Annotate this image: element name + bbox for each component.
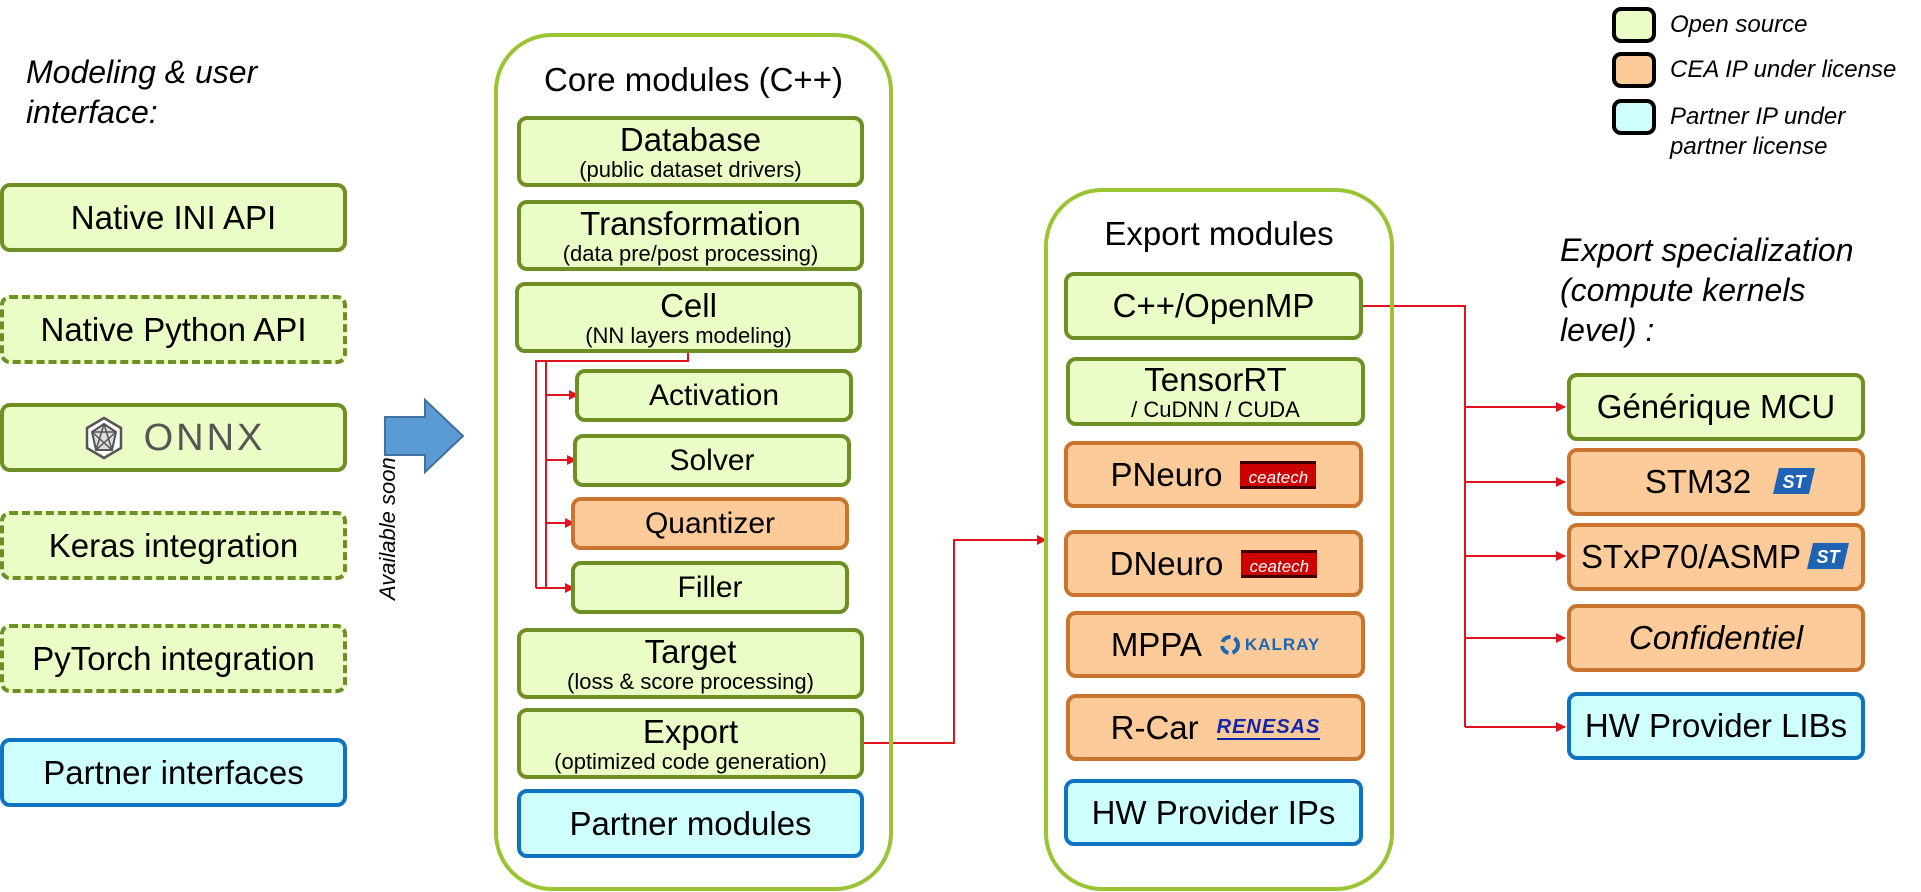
legend-open-source-swatch — [1612, 7, 1656, 43]
native-python-api-label: Native Python API — [40, 310, 307, 348]
cell-connector — [535, 351, 689, 593]
partner-interfaces-label: Partner interfaces — [43, 753, 304, 791]
onnx-box: ONNX — [0, 403, 347, 472]
confidentiel-label: Confidentiel — [1628, 619, 1804, 656]
transformation-box: Transformation (data pre/post processing… — [517, 200, 864, 271]
onnx-label: ONNX — [143, 416, 266, 459]
generique-mcu-label: Générique MCU — [1596, 388, 1836, 425]
pytorch-integration-box: PyTorch integration — [0, 624, 347, 693]
export-connector — [862, 535, 1047, 744]
mppa-label: MPPA — [1110, 625, 1202, 663]
partner-modules-label: Partner modules — [569, 804, 812, 842]
rcar-label: R-Car — [1110, 708, 1199, 746]
target-label: Target — [644, 632, 737, 670]
pneuro-label: PNeuro — [1110, 455, 1223, 493]
hw-provider-ips-label: HW Provider IPs — [1091, 793, 1336, 831]
kalray-logo-text: KALRAY — [1244, 634, 1321, 654]
core-modules-container — [494, 33, 893, 891]
target-box: Target (loss & score processing) — [517, 628, 864, 699]
pneuro-box: PNeuro ceatech — [1064, 441, 1363, 508]
dneuro-box: DNeuro ceatech — [1064, 530, 1363, 597]
export-label: Export — [642, 712, 739, 750]
native-ini-api-box: Native INI API — [0, 183, 347, 252]
mppa-box: MPPA KALRAY — [1066, 611, 1365, 678]
partner-interfaces-box: Partner interfaces — [0, 738, 347, 807]
transformation-sub: (data pre/post processing) — [562, 240, 819, 266]
left-heading: Modeling & user interface: — [26, 54, 258, 130]
quantizer-box: Quantizer — [571, 497, 849, 550]
transformation-label: Transformation — [580, 204, 801, 242]
keras-integration-box: Keras integration — [0, 511, 347, 580]
cell-sub: (NN layers modeling) — [585, 322, 792, 348]
legend-cea-swatch — [1612, 52, 1656, 88]
ceatech-logo-icon: ceatech — [1241, 549, 1318, 578]
kalray-logo-icon: KALRAY — [1219, 634, 1321, 655]
legend-open-source-label: Open source — [1670, 11, 1808, 38]
activation-box: Activation — [575, 369, 853, 422]
cpp-openmp-box: C++/OpenMP — [1064, 272, 1363, 340]
rcar-box: R-Car RENESAS — [1066, 694, 1365, 761]
specialization-heading: Export specialization (compute kernels l… — [1560, 232, 1854, 348]
st-logo-text: ST — [1817, 547, 1842, 567]
tensorrt-box: TensorRT / CuDNN / CUDA — [1066, 357, 1365, 426]
stm32-label: STM32 — [1644, 463, 1752, 500]
export-sub: (optimized code generation) — [554, 748, 827, 774]
renesas-logo-icon: RENESAS — [1216, 715, 1321, 740]
stxp70-label: STxP70/ASMP — [1580, 538, 1802, 575]
solver-box: Solver — [573, 434, 851, 487]
onnx-logo-icon — [85, 416, 122, 459]
stm32-box: STM32 ST — [1567, 448, 1865, 516]
legend-partner-label: Partner IP under partner license — [1670, 103, 1846, 160]
database-box: Database (public dataset drivers) — [517, 116, 864, 187]
native-ini-api-label: Native INI API — [70, 198, 277, 236]
ceatech-logo-icon: ceatech — [1240, 460, 1317, 489]
filler-label: Filler — [677, 570, 743, 604]
filler-box: Filler — [571, 561, 849, 614]
stxp70-box: STxP70/ASMP ST — [1567, 523, 1865, 591]
export-box: Export (optimized code generation) — [517, 708, 864, 779]
confidentiel-box: Confidentiel — [1567, 604, 1865, 672]
native-python-api-box: Native Python API — [0, 295, 347, 364]
generique-mcu-box: Générique MCU — [1567, 373, 1865, 441]
tensorrt-label: TensorRT — [1144, 360, 1287, 398]
pytorch-integration-label: PyTorch integration — [32, 639, 315, 677]
tensorrt-sub: / CuDNN / CUDA — [1131, 396, 1300, 422]
available-soon-label: Available soon — [375, 457, 400, 600]
dneuro-label: DNeuro — [1109, 544, 1224, 582]
database-sub: (public dataset drivers) — [579, 156, 802, 182]
st-logo-icon: ST — [1807, 541, 1851, 573]
st-logo-text: ST — [1783, 472, 1808, 492]
quantizer-label: Quantizer — [644, 506, 776, 540]
export-modules-title: Export modules — [1104, 215, 1334, 252]
legend-cea-label: CEA IP under license — [1670, 56, 1897, 83]
solver-label: Solver — [669, 443, 755, 477]
target-sub: (loss & score processing) — [567, 668, 814, 694]
partner-modules-box: Partner modules — [517, 789, 864, 858]
hw-provider-libs-box: HW Provider LIBs — [1567, 692, 1865, 760]
cpp-openmp-label: C++/OpenMP — [1112, 287, 1315, 324]
activation-label: Activation — [648, 378, 780, 412]
specialization-connector — [1361, 305, 1566, 732]
cell-label: Cell — [660, 286, 717, 324]
database-label: Database — [619, 120, 762, 158]
st-logo-icon: ST — [1773, 466, 1817, 498]
core-modules-title: Core modules (C++) — [544, 61, 843, 98]
hw-provider-ips-box: HW Provider IPs — [1064, 779, 1363, 846]
kalray-mark-icon — [1219, 634, 1240, 655]
cell-box: Cell (NN layers modeling) — [515, 282, 862, 353]
flow-arrow-icon — [384, 397, 465, 475]
export-modules-container — [1044, 188, 1394, 891]
legend-partner-swatch — [1612, 99, 1656, 135]
keras-integration-label: Keras integration — [48, 526, 299, 564]
hw-provider-libs-label: HW Provider LIBs — [1584, 707, 1848, 744]
